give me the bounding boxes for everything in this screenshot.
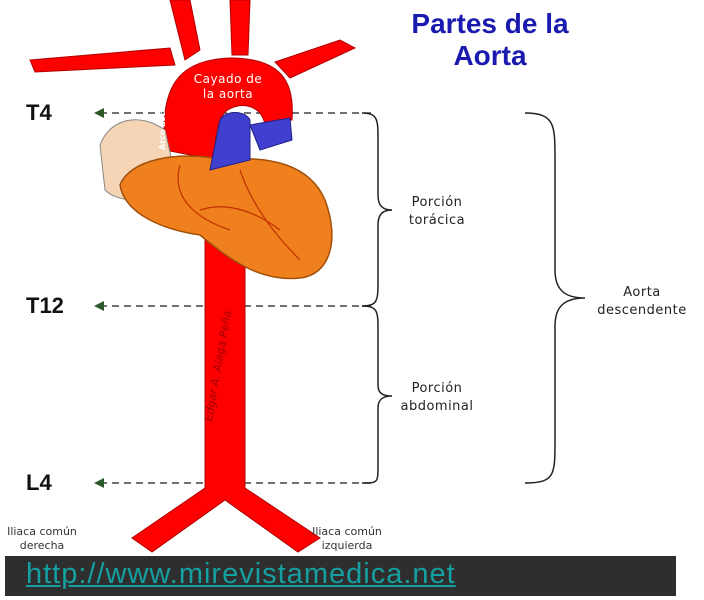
coronary-vessel [177, 164, 231, 231]
pulmonary-vessels [209, 112, 293, 171]
iliac-left-label-line-1: Iliaca común [312, 525, 382, 538]
thoracic-label: Porción torácica [392, 194, 482, 230]
coronary-vessels [177, 164, 301, 261]
arch-label-line-1: Cayado de [193, 72, 263, 86]
arch-label: Cayado de la aorta [178, 72, 278, 102]
url-banner [5, 556, 676, 596]
iliac-left-label-line-2: izquierda [321, 539, 373, 552]
coronary-vessel [199, 206, 281, 231]
descending-label: Aorta descendente [580, 284, 704, 320]
l4-arrow-icon [94, 478, 104, 488]
heart [119, 155, 333, 280]
abdominal-label: Porción abdominal [392, 380, 482, 416]
left-subclavian [274, 39, 357, 79]
iliac-right-label: Iliaca común derecha [2, 525, 82, 553]
t12-arrow-icon [94, 301, 104, 311]
left-carotid [229, 0, 251, 56]
thoracic-label-line-1: Porción [411, 195, 463, 210]
abdominal-label-line-2: abdominal [400, 399, 474, 414]
level-l4: L4 [26, 470, 52, 495]
abdominal-label-line-1: Porción [411, 381, 463, 396]
brachiocephalic-trunk [169, 0, 201, 61]
descending-brace [524, 112, 586, 484]
level-t12: T12 [26, 293, 64, 318]
iliac-right-label-line-2: derecha [19, 539, 65, 552]
level-arrows [94, 108, 104, 488]
pulmonary-vessel [209, 112, 251, 171]
iliac-left-label: Iliaca común izquierda [292, 525, 402, 553]
ascending-label: Arco ascendente [158, 74, 167, 150]
pulmonary-vessel [249, 117, 293, 151]
braces [361, 112, 586, 484]
descending-label-line-1: Aorta [623, 285, 661, 300]
url-link[interactable]: http://www.mirevistamedica.net [26, 558, 456, 590]
coronary-vessel [239, 169, 301, 261]
thoracic-brace [361, 112, 393, 307]
title-line-2: Aorta [453, 40, 527, 71]
level-t4: T4 [26, 100, 52, 125]
aorta [29, 0, 357, 553]
iliac-right-label-line-1: Iliaca común [7, 525, 77, 538]
title-line-1: Partes de la [411, 8, 569, 39]
thoracic-label-line-2: torácica [408, 213, 466, 228]
t4-arrow-icon [94, 108, 104, 118]
arch-label-line-2: la aorta [202, 87, 254, 101]
right-subclavian [29, 47, 176, 73]
abdominal-brace [361, 305, 393, 484]
descending-label-line-2: descendente [597, 303, 687, 318]
diagram-title: Partes de la Aorta [330, 8, 650, 72]
descending-aorta [131, 159, 321, 553]
